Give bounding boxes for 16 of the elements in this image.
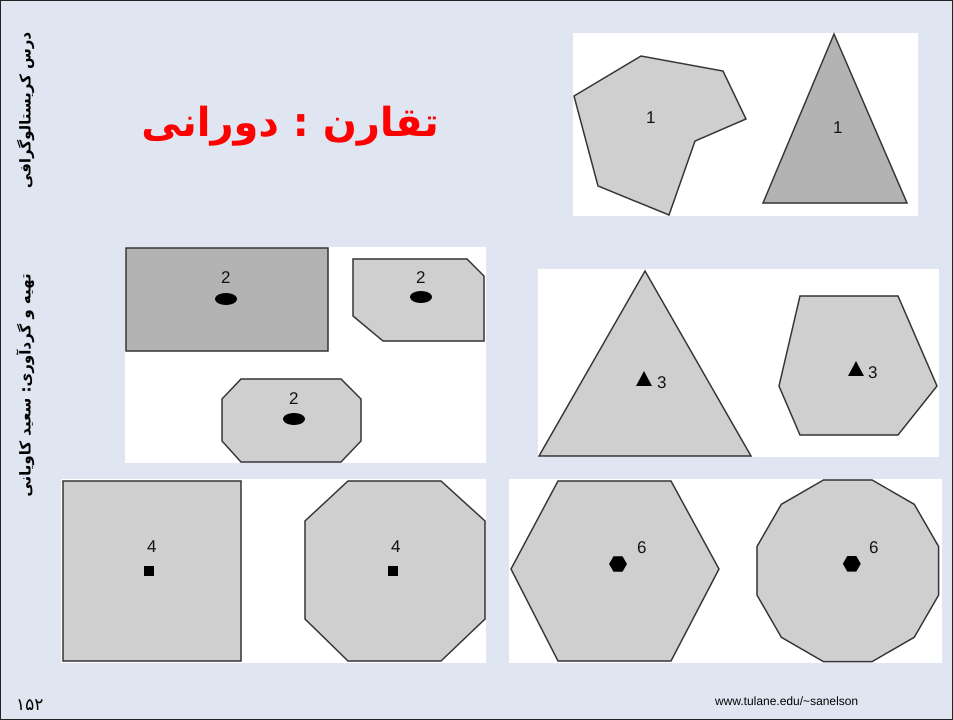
title: تقارن : دورانی — [140, 100, 440, 146]
shape-number: 1 — [646, 109, 656, 127]
shape-number: 4 — [391, 538, 400, 556]
shape-number: 6 — [868, 538, 878, 557]
side-caption: تهیه و گردآوری: سعید کاویانی — [15, 272, 35, 499]
shape-number: 2 — [416, 269, 426, 287]
shape-number: 2 — [289, 390, 298, 408]
shape-number: 6 — [637, 539, 646, 557]
page-number: ۱۵۲ — [16, 695, 44, 715]
shape-number: 2 — [221, 269, 230, 287]
shape-number: 3 — [657, 374, 666, 392]
shape-number: 1 — [833, 119, 842, 137]
shape-number: 3 — [868, 364, 878, 382]
side-caption: درس کریستالوگرافی — [15, 30, 35, 190]
shape-number: 4 — [147, 538, 156, 556]
source-url: www.tulane.edu/~sanelson — [715, 694, 858, 708]
